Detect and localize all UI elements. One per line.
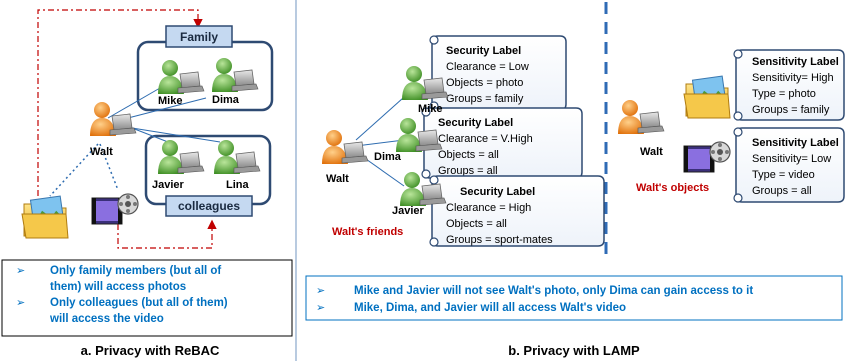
rebac-notes-box <box>1 259 293 337</box>
sensitivity-label-2-line-1: Sensitivity= Low <box>752 153 831 165</box>
colleagues-label-box <box>165 195 253 217</box>
security-label-3-line-1: Clearance = High <box>446 202 531 214</box>
label-dima-rebac: Dima <box>212 94 240 106</box>
lamp-photo-folder-icon <box>683 75 731 119</box>
security-label-1-title: Security Label <box>446 45 521 57</box>
video-icon <box>91 193 139 225</box>
rebac-note-2a: Only colleagues (but all of them) <box>50 297 228 309</box>
security-label-1-line-2: Objects = photo <box>446 77 523 89</box>
lamp-video-icon <box>683 141 731 173</box>
walt-dima-line <box>127 97 207 119</box>
walt-video-dotted <box>99 143 119 191</box>
security-label-1-line-1: Clearance = Low <box>446 61 529 73</box>
photo-to-family-arrow <box>37 9 203 196</box>
walts-friends-caption: Walt's friends <box>332 226 403 238</box>
security-label-3 <box>429 175 605 247</box>
label-mike-rebac: Mike <box>158 95 182 107</box>
lamp-walt-dima-line <box>355 139 405 147</box>
walt-photo-dotted <box>49 143 99 197</box>
lamp-note-2: Mike, Dima, and Javier will all access W… <box>354 302 626 314</box>
photo-folder-icon <box>21 195 69 239</box>
label-mike-lamp: Mike <box>418 103 442 115</box>
sensitivity-label-1-line-1: Sensitivity= High <box>752 72 834 84</box>
person-walt-rebac <box>89 101 137 137</box>
sensitivity-label-1 <box>733 49 845 121</box>
label-lina-rebac: Lina <box>226 179 249 191</box>
walt-lina-line <box>131 127 221 143</box>
sensitivity-label-2-line-2: Type = video <box>752 169 815 181</box>
lamp-notes-box <box>305 275 843 321</box>
label-javier-lamp: Javier <box>392 205 425 217</box>
rebac-caption: a. Privacy with ReBAC <box>81 343 220 358</box>
video-to-colleagues-arrow <box>117 219 217 249</box>
rebac-bullet-1: ➢ <box>16 265 25 277</box>
sensitivity-label-1-line-3: Groups = family <box>752 104 830 116</box>
family-label: Family <box>180 30 218 44</box>
sensitivity-label-1-line-2: Type = photo <box>752 88 816 100</box>
security-label-2 <box>421 107 583 179</box>
lamp-note-1: Mike and Javier will not see Walt's phot… <box>354 285 753 297</box>
security-label-2-title: Security Label <box>438 117 513 129</box>
security-label-3-line-2: Objects = all <box>446 218 507 230</box>
lamp-bullet-1: ➢ <box>316 285 325 297</box>
label-walt-lamp: Walt <box>326 173 349 185</box>
walt-colleagues-line <box>131 127 169 143</box>
lamp-caption: b. Privacy with LAMP <box>508 343 640 358</box>
sensitivity-label-1-title: Sensitivity Label <box>752 56 839 68</box>
security-label-3-title: Security Label <box>460 186 535 198</box>
rebac-bullet-2: ➢ <box>16 297 25 309</box>
sensitivity-label-2-title: Sensitivity Label <box>752 137 839 149</box>
label-walt-objects: Walt <box>640 146 663 158</box>
sensitivity-label-2-line-3: Groups = all <box>752 185 812 197</box>
rebac-note-2b: will access the video <box>49 313 164 325</box>
security-label-3-line-3: Groups = sport-mates <box>446 234 553 246</box>
security-label-1-line-3: Groups = family <box>446 93 524 105</box>
label-walt-rebac: Walt <box>90 146 113 158</box>
family-label-box <box>165 25 233 48</box>
rebac-panel: Family colleagues Mike Dima Walt Javier … <box>1 9 293 358</box>
walt-family-line <box>107 87 161 119</box>
walts-objects-caption: Walt's objects <box>636 182 709 194</box>
rebac-note-1a: Only family members (but all of <box>50 265 221 277</box>
lamp-panel: Security Label Clearance = Low Objects =… <box>305 2 845 358</box>
rebac-note-1b: them) will access photos <box>50 281 186 293</box>
sensitivity-label-2 <box>733 127 845 203</box>
colleagues-label: colleagues <box>178 199 240 213</box>
label-javier-rebac: Javier <box>152 179 185 191</box>
security-label-2-line-1: Clearance = V.High <box>438 133 533 145</box>
label-dima-lamp: Dima <box>374 151 402 163</box>
security-label-2-line-3: Groups = all <box>438 165 498 177</box>
lamp-walt-objects-person <box>617 99 665 135</box>
security-label-2-line-2: Objects = all <box>438 149 499 161</box>
lamp-bullet-2: ➢ <box>316 302 325 314</box>
